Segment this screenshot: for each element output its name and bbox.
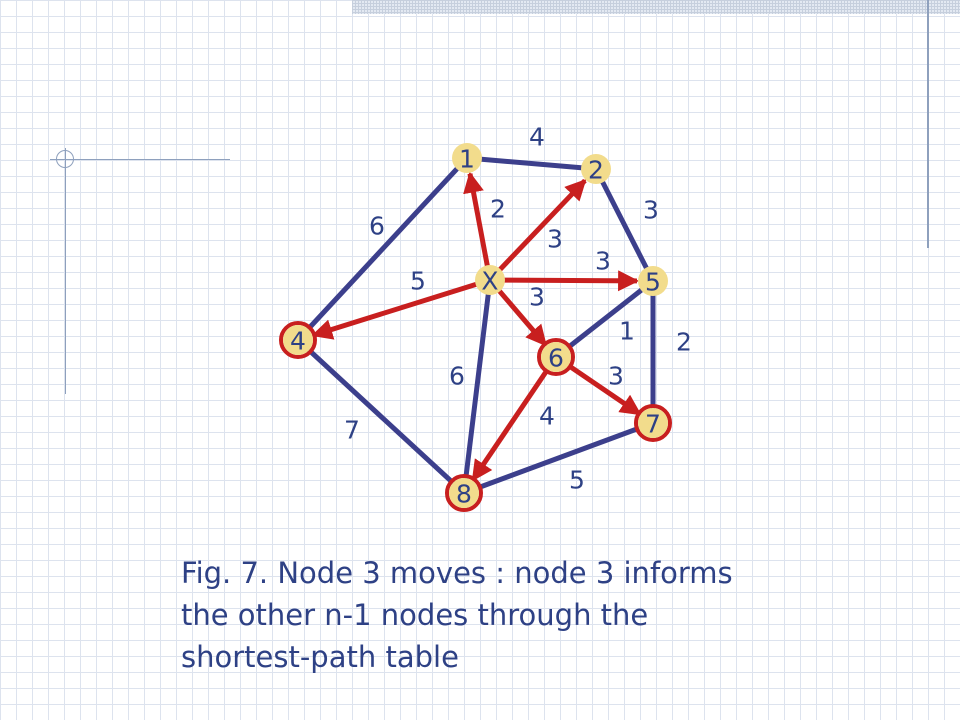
node-ring-6 [537, 338, 575, 376]
node-label-4: 4 [290, 327, 306, 356]
path-arrow-6-7 [565, 362, 642, 417]
node-circle-7 [638, 408, 668, 438]
link-edge-4-8 [295, 337, 467, 496]
edge-weight-label-8-7: 5 [569, 466, 585, 495]
node-circle-2 [581, 154, 611, 184]
node-circle-1 [452, 143, 482, 173]
node-label-6: 6 [548, 344, 564, 373]
figure-caption: Fig. 7. Node 3 moves : node 3 informs th… [181, 552, 881, 678]
caption-line-3: shortest-path table [181, 640, 459, 674]
edge-weight-label-5-6: 1 [619, 317, 635, 346]
node-circle-X [475, 265, 505, 295]
edge-weight-label-X-5: 3 [595, 247, 611, 276]
path-arrow-X-5 [502, 270, 640, 292]
node-8: 8 [445, 474, 483, 512]
node-4: 4 [279, 321, 317, 359]
node-circle-4 [283, 325, 313, 355]
edge-weight-label-1-4: 6 [369, 212, 385, 241]
node-5: 5 [638, 266, 668, 297]
node-circle-6 [541, 342, 571, 372]
edge-weight-label-X-2: 3 [547, 225, 563, 254]
link-edge-1-4 [295, 155, 470, 343]
node-label-8: 8 [456, 480, 472, 509]
edge-weight-label-X-1: 2 [490, 195, 506, 224]
path-arrow-6-8 [470, 366, 551, 482]
edge-weight-label-X-4: 5 [410, 267, 426, 296]
header-band [352, 0, 960, 14]
link-edge-X-8 [461, 277, 493, 496]
right-border-rule [927, 0, 929, 248]
edge-weight-label-5-7: 2 [676, 328, 692, 357]
caption-line-1: Fig. 7. Node 3 moves : node 3 informs [181, 556, 733, 590]
node-circle-8 [449, 478, 479, 508]
decorative-horizontal-rule [50, 159, 230, 160]
edge-weight-label-6-7: 3 [608, 362, 624, 391]
node-label-5: 5 [645, 268, 661, 297]
path-arrow-X-2 [497, 178, 587, 273]
edge-weight-label-4-8: 7 [344, 416, 360, 445]
corner-circle-icon [56, 150, 74, 168]
path-arrow-X-6 [496, 288, 548, 347]
shortest-paths-layer [311, 171, 642, 482]
decorative-vertical-rule [65, 148, 66, 394]
edge-weight-label-2-5: 3 [643, 196, 659, 225]
link-edge-5-6 [553, 278, 656, 360]
node-ring-4 [279, 321, 317, 359]
node-label-2: 2 [588, 156, 604, 185]
node-6: 6 [537, 338, 575, 376]
caption-line-2: the other n-1 nodes through the [181, 598, 649, 632]
node-label-X: X [481, 267, 498, 296]
edge-weight-label-6-8: 4 [539, 402, 555, 431]
node-X: X [475, 265, 505, 296]
node-circle-5 [638, 266, 668, 296]
node-ring-7 [634, 404, 672, 442]
node-2: 2 [581, 154, 611, 185]
path-arrow-X-4 [311, 281, 479, 340]
link-edge-8-7 [461, 420, 656, 496]
link-edge-2-5 [593, 166, 656, 284]
path-arrow-X-1 [463, 171, 491, 268]
edge-weight-label-X-8: 6 [449, 362, 465, 391]
edge-weight-label-X-6: 3 [529, 283, 545, 312]
node-7: 7 [634, 404, 672, 442]
node-1: 1 [452, 143, 482, 174]
node-label-7: 7 [645, 410, 661, 439]
links-layer [295, 155, 656, 496]
link-edge-1-2 [464, 155, 599, 172]
node-label-1: 1 [459, 145, 475, 174]
node-ring-8 [445, 474, 483, 512]
edge-weight-label-1-2: 4 [529, 123, 545, 152]
